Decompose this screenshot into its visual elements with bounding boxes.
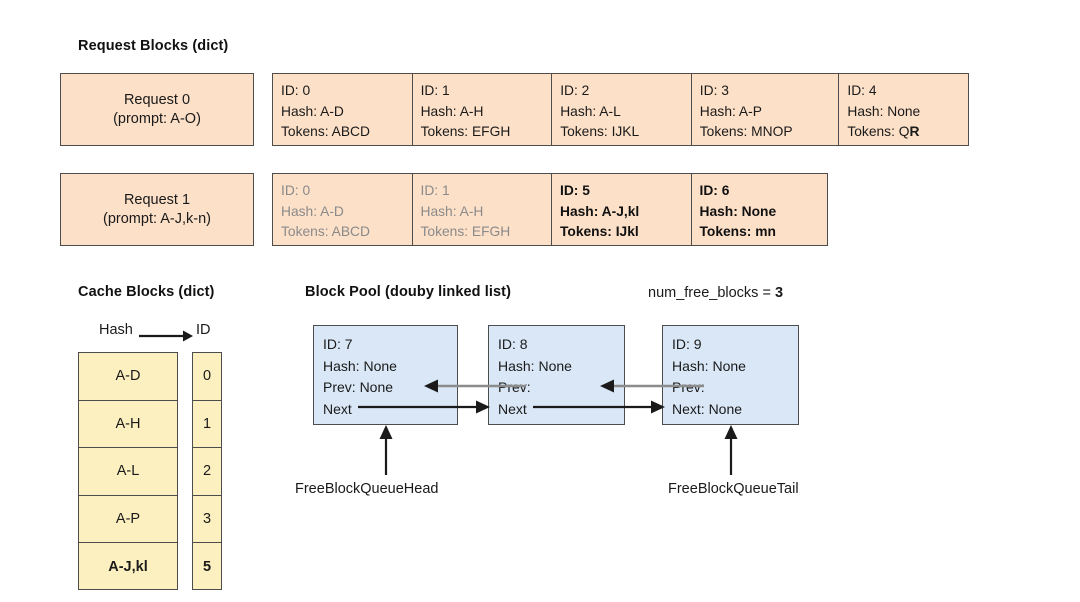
block-cell: ID: 1 Hash: A-H Tokens: EFGH: [413, 74, 553, 145]
head-pointer-arrow-icon: [379, 425, 393, 475]
block-id: ID: 3: [699, 83, 729, 98]
block-cell: ID: 4 Hash: None Tokens: QR: [839, 74, 968, 145]
cache-hash-cell: A-J,kl: [108, 559, 148, 576]
block-hash: Hash: None: [699, 203, 777, 219]
cache-id-column: 0 1 2 3 5: [192, 352, 222, 590]
block-tokens: Tokens: ABCD: [281, 224, 370, 239]
pool-node-9: ID: 9 Hash: None Prev: Next: None: [662, 325, 799, 425]
pool-node-8: ID: 8 Hash: None Prev: Next: [488, 325, 625, 425]
cache-hash-cell: A-P: [79, 496, 177, 544]
block-tokens: Tokens: EFGH: [420, 224, 511, 239]
block-tokens-head: Tokens: Q: [847, 124, 910, 139]
block-tokens: Tokens: ABCD: [281, 124, 370, 139]
request-1-blocks-row: ID: 0 Hash: A-D Tokens: ABCD ID: 1 Hash:…: [272, 173, 828, 246]
block-hash: Hash: A-J,kl: [560, 203, 640, 219]
block-cell: ID: 5 Hash: A-J,kl Tokens: IJkl: [552, 174, 692, 245]
request-1-label-box: Request 1 (prompt: A-J,k-n): [60, 173, 254, 246]
block-tokens: Tokens: EFGH: [420, 124, 511, 139]
block-hash: Hash: A-H: [420, 103, 484, 119]
block-tokens: Tokens: QR: [847, 122, 968, 143]
block-cell: ID: 0 Hash: A-D Tokens: ABCD: [273, 74, 413, 145]
block-id: ID: 1: [420, 183, 450, 198]
block-id: ID: 0: [281, 183, 311, 198]
block-id: ID: 4: [847, 83, 877, 98]
free-block-queue-head-label: FreeBlockQueueHead: [295, 481, 439, 497]
num-free-blocks-value: 3: [774, 285, 784, 301]
num-free-blocks-label: num_free_blocks =: [648, 285, 775, 301]
block-cell: ID: 2 Hash: A-L Tokens: IJKL: [552, 74, 692, 145]
pool-node-hash: Hash: None: [672, 357, 746, 374]
cache-hash-header: Hash: [99, 322, 133, 338]
pool-node-hash: Hash: None: [323, 357, 397, 374]
block-hash: Hash: A-D: [281, 103, 344, 119]
prev-arrow-8-to-7-icon: [424, 379, 526, 393]
cache-blocks-title: Cache Blocks (dict): [78, 284, 215, 300]
block-id: ID: 0: [281, 83, 311, 98]
pool-node-id: ID: 7: [323, 336, 353, 352]
request-1-name: Request 1: [123, 191, 191, 208]
block-cell: ID: 6 Hash: None Tokens: mn: [692, 174, 828, 245]
block-hash: Hash: None: [847, 103, 921, 119]
block-cell: ID: 0 Hash: A-D Tokens: ABCD: [273, 174, 413, 245]
pool-node-id: ID: 8: [498, 336, 528, 352]
block-pool-title: Block Pool (douby linked list): [305, 284, 512, 300]
request-blocks-title: Request Blocks (dict): [78, 38, 229, 54]
cache-hash-cell: A-D: [79, 353, 177, 401]
request-0-prompt: (prompt: A-O): [113, 110, 201, 127]
cache-hash-column: A-D A-H A-L A-P A-J,kl: [78, 352, 178, 590]
block-hash: Hash: A-D: [281, 203, 344, 219]
block-hash: Hash: A-L: [560, 103, 621, 119]
cache-id-cell: 0: [193, 353, 221, 401]
num-free-blocks-status: num_free_blocks = 3: [648, 285, 783, 301]
request-1-prompt: (prompt: A-J,k-n): [103, 210, 211, 227]
next-arrow-7-to-8-icon: [358, 400, 490, 414]
hash-to-id-arrow-icon: [139, 330, 193, 342]
block-id: ID: 6: [699, 183, 730, 198]
request-0-label-box: Request 0 (prompt: A-O): [60, 73, 254, 146]
block-hash: Hash: A-P: [699, 103, 762, 119]
block-cell: ID: 3 Hash: A-P Tokens: MNOP: [692, 74, 840, 145]
request-0-name: Request 0: [123, 91, 191, 108]
pool-node-next: Next: [323, 400, 352, 417]
block-id: ID: 5: [560, 183, 590, 198]
cache-id-header: ID: [196, 322, 211, 338]
tail-pointer-arrow-icon: [724, 425, 738, 475]
pool-node-next: Next: [498, 400, 527, 417]
pool-node-id: ID: 9: [672, 336, 702, 352]
block-hash: Hash: A-H: [420, 203, 484, 219]
pool-node-next: Next: None: [672, 400, 743, 417]
cache-hash-cell: A-H: [79, 401, 177, 449]
block-id: ID: 2: [560, 83, 590, 98]
cache-id-cell: 5: [202, 559, 212, 576]
cache-id-cell: 2: [193, 448, 221, 496]
pool-node-hash: Hash: None: [498, 357, 572, 374]
block-tokens: Tokens: IJKL: [560, 124, 640, 139]
prev-arrow-9-to-8-icon: [600, 379, 704, 393]
block-tokens-new: R: [909, 124, 920, 139]
cache-id-cell: 1: [193, 401, 221, 449]
block-tokens: Tokens: IJkl: [560, 224, 639, 239]
cache-hash-cell: A-L: [79, 448, 177, 496]
pool-node-prev: Prev: None: [323, 379, 394, 395]
cache-id-cell: 3: [193, 496, 221, 544]
next-arrow-8-to-9-icon: [533, 400, 665, 414]
free-block-queue-tail-label: FreeBlockQueueTail: [668, 481, 799, 497]
request-0-blocks-row: ID: 0 Hash: A-D Tokens: ABCD ID: 1 Hash:…: [272, 73, 969, 146]
block-tokens: Tokens: mn: [699, 224, 776, 239]
block-id: ID: 1: [420, 83, 450, 98]
block-cell: ID: 1 Hash: A-H Tokens: EFGH: [413, 174, 552, 245]
block-tokens: Tokens: MNOP: [699, 124, 793, 139]
pool-node-7: ID: 7 Hash: None Prev: None Next: [313, 325, 458, 425]
